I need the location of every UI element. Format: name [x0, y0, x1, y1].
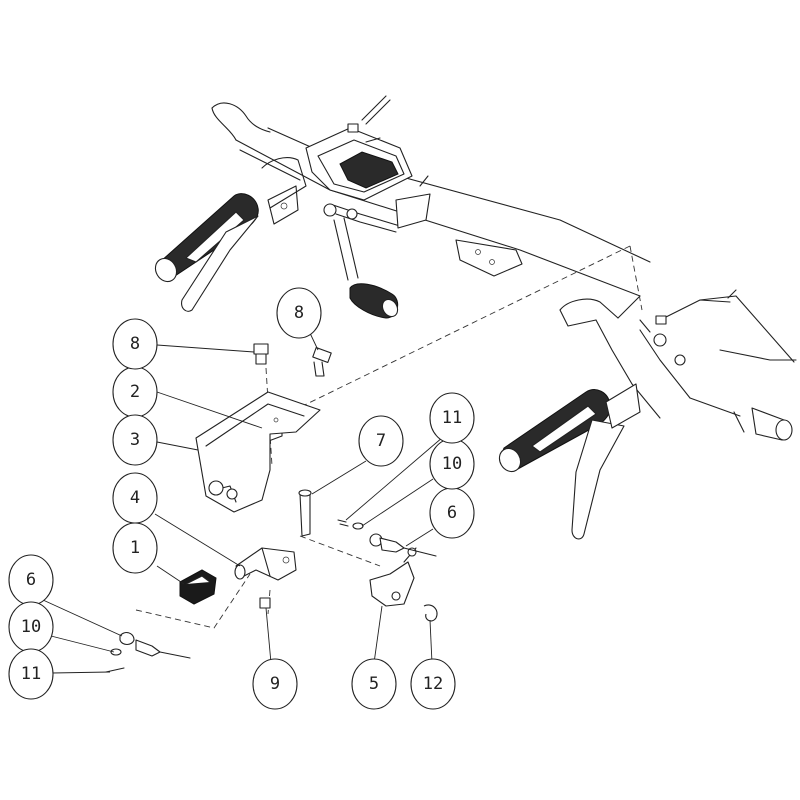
- part-5-shift-arm: [369, 547, 417, 607]
- callout-10-left-label: 10: [21, 617, 41, 637]
- left-grip: [154, 193, 259, 283]
- callout-3: 3: [112, 414, 158, 466]
- callout-11-left-label: 11: [21, 664, 41, 684]
- callout-5-label: 5: [369, 674, 379, 694]
- right-grip: [498, 389, 611, 473]
- part-8-bolt-left: [253, 343, 269, 365]
- part-4-lever: [234, 547, 297, 581]
- right-lever: [571, 419, 625, 540]
- callout-11-left: 11: [8, 648, 54, 700]
- part-7-pin: [298, 489, 312, 537]
- callout-6-right-label: 6: [447, 503, 457, 523]
- callout-8-right-label: 8: [294, 303, 304, 323]
- handlebar-assembly: [154, 95, 797, 540]
- left-lever: [181, 215, 259, 312]
- part-12-clip: [423, 604, 438, 622]
- callout-12-label: 12: [423, 674, 443, 694]
- leader-lines: [42, 330, 444, 674]
- callout-9-label: 9: [270, 674, 280, 694]
- cable-end-left: [105, 631, 191, 673]
- callout-8-left-label: 8: [130, 334, 140, 354]
- callout-8-right: 8: [276, 287, 322, 339]
- part-1-cap: [179, 569, 217, 605]
- callout-10-left: 10: [8, 601, 54, 653]
- callout-12: 12: [410, 658, 456, 710]
- callout-6-left-label: 6: [26, 570, 36, 590]
- callout-7-label: 7: [376, 431, 386, 451]
- part-8-bolt-right: [312, 347, 332, 377]
- callout-4: 4: [112, 472, 158, 524]
- callout-9: 9: [252, 658, 298, 710]
- console-housing: [305, 95, 413, 201]
- callout-2-label: 2: [130, 382, 140, 402]
- callout-1-label: 1: [130, 538, 140, 558]
- callout-4-label: 4: [130, 488, 140, 508]
- callout-10-right-label: 10: [442, 454, 462, 474]
- callout-1: 1: [112, 522, 158, 574]
- cable-end-right: [337, 519, 437, 557]
- callout-11-right-label: 11: [442, 408, 462, 428]
- callout-10-right: 10: [429, 438, 475, 490]
- callout-11-right: 11: [429, 392, 475, 444]
- part-3-cover: [195, 391, 321, 513]
- callout-7: 7: [358, 415, 404, 467]
- part-9-sleeve: [259, 597, 271, 609]
- callout-3-label: 3: [130, 430, 140, 450]
- callout-6-right: 6: [429, 487, 475, 539]
- callout-6-left: 6: [8, 554, 54, 606]
- callout-5: 5: [351, 658, 397, 710]
- callout-8-left: 8: [112, 318, 158, 370]
- callout-2: 2: [112, 366, 158, 418]
